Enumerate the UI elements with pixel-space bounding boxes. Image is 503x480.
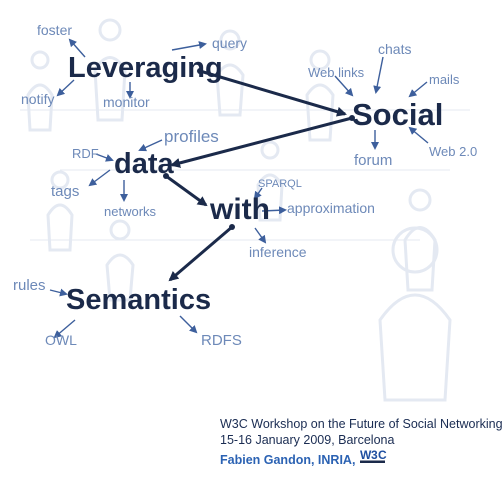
label-web-links: Web links (308, 65, 365, 80)
label-inference: inference (249, 244, 307, 260)
arrow-social-to-data (170, 116, 353, 168)
background-people-silhouettes (20, 18, 470, 402)
keyword-with: with (209, 193, 270, 226)
label-mails: mails (429, 72, 460, 87)
footer-date-place: 15-16 January 2009, Barcelona (220, 433, 395, 447)
footer-authors-line: Fabien Gandon, INRIA, W 3 C (220, 448, 476, 468)
w3c-logo-icon: W 3 C (359, 448, 387, 463)
keyword-diagram: Leveraging Social data with Semantics fo… (13, 18, 477, 402)
main-arrows (163, 68, 355, 282)
label-approximation: approximation (287, 200, 375, 216)
footer-event: W3C Workshop on the Future of Social Net… (220, 417, 503, 431)
label-forum: forum (354, 152, 392, 169)
main-keywords: Leveraging Social data with Semantics (66, 52, 443, 316)
label-monitor: monitor (103, 94, 150, 110)
svg-text:3: 3 (371, 448, 378, 462)
svg-text:C: C (378, 448, 387, 462)
label-profiles: profiles (164, 127, 219, 146)
label-sparql: SPARQL (258, 178, 302, 190)
label-notify: notify (21, 91, 54, 107)
label-web-2: Web 2.0 (429, 144, 477, 159)
satellite-labels: foster query notify monitor chats Web li… (13, 22, 477, 349)
label-rdfs: RDFS (201, 332, 242, 349)
label-tags: tags (51, 183, 79, 200)
svg-text:W: W (360, 448, 372, 462)
keyword-semantics: Semantics (66, 284, 211, 316)
label-chats: chats (378, 41, 411, 57)
label-query: query (212, 35, 247, 51)
label-owl: OWL (45, 332, 77, 348)
label-rdf: RDF (72, 146, 99, 161)
label-foster: foster (37, 22, 72, 38)
arrow-with-to-semantics (168, 225, 233, 282)
keyword-social: Social (352, 97, 443, 132)
label-rules: rules (13, 277, 46, 294)
keyword-leveraging: Leveraging (68, 52, 223, 84)
footer-authors: Fabien Gandon, INRIA, (220, 453, 356, 467)
footer-credits: W3C Workshop on the Future of Social Net… (220, 416, 503, 468)
satellite-arrows (49, 38, 429, 339)
arrow-leveraging-to-social (199, 69, 347, 117)
keyword-data: data (114, 148, 175, 180)
arrow-data-to-with (165, 174, 208, 207)
label-networks: networks (104, 204, 157, 219)
